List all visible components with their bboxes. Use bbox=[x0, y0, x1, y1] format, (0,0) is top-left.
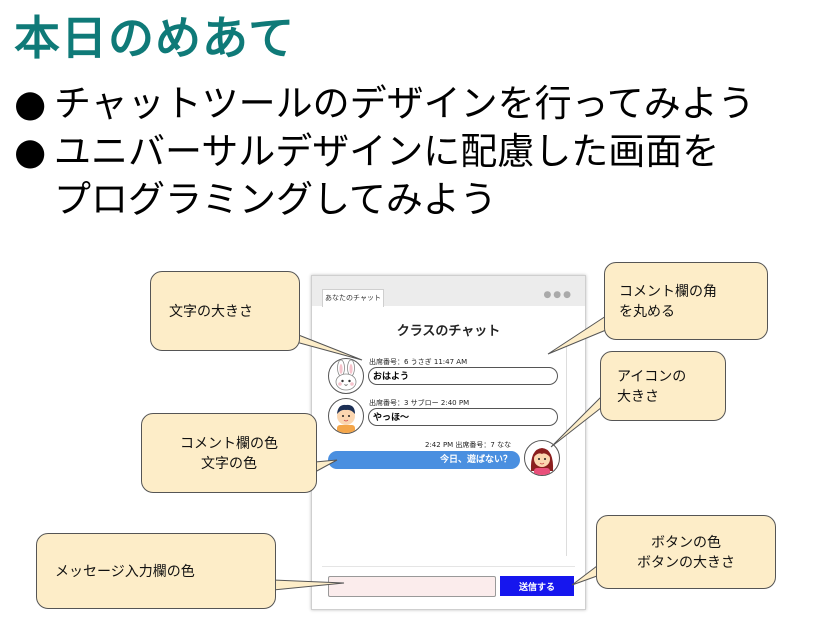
window-dots-icon: ●●● bbox=[543, 290, 573, 300]
scrollbar[interactable] bbox=[566, 346, 572, 556]
girl-icon bbox=[530, 448, 554, 475]
callout-text: ボタンの色 bbox=[651, 535, 721, 551]
callout-input-color: メッセージ入力欄の色 bbox=[36, 533, 276, 609]
callout-text: アイコンの bbox=[617, 369, 687, 385]
boy-icon bbox=[337, 404, 355, 433]
callout-bubble-corner: コメント欄の角 を丸める bbox=[604, 262, 768, 340]
bullet-2: ●ユニバーサルデザインに配慮した画面を bbox=[14, 128, 719, 176]
my-message-bubble: 今日、遊ばない？ bbox=[328, 451, 520, 469]
message-bubble: やっほ～ bbox=[368, 408, 558, 426]
callout-text: ボタンの大きさ bbox=[637, 555, 735, 571]
input-divider bbox=[322, 566, 575, 567]
message-input[interactable] bbox=[328, 576, 496, 597]
callout-font-size: 文字の大きさ bbox=[150, 271, 300, 351]
send-button[interactable]: 送信する bbox=[500, 576, 574, 596]
bullet-1: ●チャットツールのデザインを行ってみよう bbox=[14, 80, 755, 128]
bullet-1-text: チャットツールのデザインを行ってみよう bbox=[54, 82, 755, 125]
slide-title: 本日のめあて bbox=[14, 11, 296, 65]
rabbit-avatar bbox=[328, 358, 364, 394]
tab-your-chat[interactable]: あなたのチャット bbox=[322, 289, 384, 307]
callout-bubble-color: コメント欄の色 文字の色 bbox=[141, 413, 317, 493]
callout-text: 文字の色 bbox=[201, 456, 257, 472]
callout-button: ボタンの色 ボタンの大きさ bbox=[596, 515, 776, 589]
callout-text: 文字の大きさ bbox=[169, 304, 253, 320]
callout-text: 大きさ bbox=[617, 389, 659, 405]
rabbit-icon bbox=[335, 359, 357, 391]
chat-title: クラスのチャット bbox=[396, 324, 501, 339]
callout-text: メッセージ入力欄の色 bbox=[55, 564, 195, 580]
girl-avatar bbox=[524, 440, 560, 476]
callout-text: を丸める bbox=[619, 304, 675, 320]
callout-text: コメント欄の角 bbox=[619, 284, 717, 300]
message-meta: 2:42 PM 出席番号：7 なな bbox=[425, 441, 512, 449]
callout-icon-size: アイコンの 大きさ bbox=[600, 351, 726, 421]
boy-avatar bbox=[328, 398, 364, 434]
message-meta: 出席番号：6 うさぎ 11:47 AM bbox=[369, 358, 468, 366]
bullet-dot: ● bbox=[14, 82, 47, 125]
bullet-2-continued: プログラミングしてみよう bbox=[54, 178, 497, 221]
bullet-dot: ● bbox=[14, 130, 47, 173]
bullet-2-text: ユニバーサルデザインに配慮した画面を bbox=[54, 130, 720, 173]
message-bubble: おはよう bbox=[368, 367, 558, 385]
tab-bar: あなたのチャット ●●● bbox=[312, 276, 585, 307]
chat-window-mockup: あなたのチャット ●●● クラスのチャット 出席番号：6 うさぎ 11:47 A… bbox=[311, 275, 586, 610]
message-meta: 出席番号：3 サブロー 2:40 PM bbox=[369, 399, 470, 407]
callout-text: コメント欄の色 bbox=[180, 436, 278, 452]
